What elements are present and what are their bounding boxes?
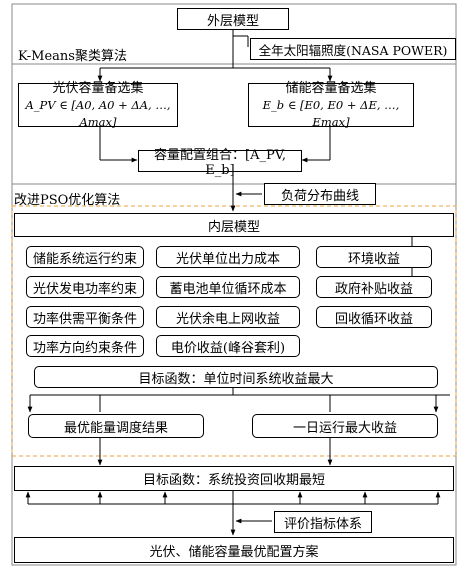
optimal-configuration-solution: 光伏、储能容量最优配置方案 [14,537,454,563]
cost-pv-output: 光伏单位出力成本 [156,246,300,268]
constraint-power-direction: 功率方向约束条件 [26,335,144,357]
benefit-recycling: 回收循环收益 [316,306,432,328]
constraint-pv-power: 光伏发电功率约束 [26,276,144,298]
inner-model-title: 内层模型 [14,213,454,237]
storage-capacity-set: 储能容量备选集 E_b ∈ [E0, E0 + ΔE, …, Emax] [248,80,414,129]
solar-irradiance-input: 全年太阳辐照度(NASA POWER) [250,38,456,60]
outer-model-title: 外层模型 [177,8,289,30]
storage-set-title: 储能容量备选集 [285,80,377,96]
benefit-government-subsidy: 政府补贴收益 [316,276,432,298]
optimal-dispatch-result: 最优能量调度结果 [28,414,204,438]
pso-frame [11,205,457,457]
kmeans-frame [11,63,457,185]
load-curve-input: 负荷分布曲线 [264,183,376,205]
storage-set-formula: E_b ∈ [E0, E0 + ΔE, …, Emax] [262,97,400,129]
max-daily-income: 一日运行最大收益 [252,414,438,438]
pv-set-formula: A_PV ∈ [A0, A0 + ΔA, …, Amax] [25,97,171,129]
capacity-combination: 容量配置组合：[A_PV, E_b] [138,148,302,178]
evaluation-index-system: 评价指标体系 [274,511,372,533]
income-peak-valley: 电价收益(峰谷套利) [156,335,300,357]
pso-label: 改进PSO优化算法 [14,193,121,208]
final-objective: 目标函数：系统投资回收期最短 [14,466,454,491]
pv-capacity-set: 光伏容量备选集 A_PV ∈ [A0, A0 + ΔA, …, Amax] [18,80,178,129]
benefit-environment: 环境收益 [316,246,432,268]
inner-objective: 目标函数：单位时间系统收益最大 [34,366,438,388]
pv-set-title: 光伏容量备选集 [52,80,144,96]
constraint-power-balance: 功率供需平衡条件 [26,306,144,328]
kmeans-label: K-Means聚类算法 [18,49,127,64]
income-pv-grid: 光伏余电上网收益 [156,306,300,328]
cost-battery-cycle: 蓄电池单位循环成本 [156,276,300,298]
constraint-storage-operation: 储能系统运行约束 [26,246,144,268]
